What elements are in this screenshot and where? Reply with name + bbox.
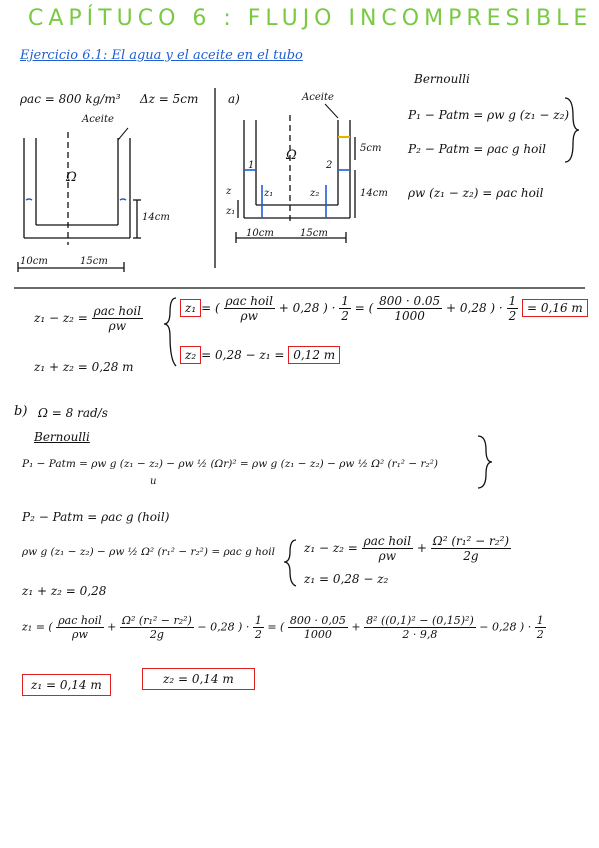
bernoulli-a-eq2: P₂ − Patm = ρac g hoil xyxy=(408,142,547,156)
exercise-title: Ejercicio 6.1: El agua y el aceite en el… xyxy=(20,48,303,63)
label-z1: z₁ xyxy=(264,188,274,199)
given-delta-z: Δz = 5cm xyxy=(140,92,199,106)
label-num-1: 1 xyxy=(248,160,255,171)
result-z2: z₂ = 0,14 m xyxy=(142,668,255,690)
bernoulli-a-eq3: ρw (z₁ − z₂) = ρac hoil xyxy=(408,186,544,200)
height-14cm-left: 14cm xyxy=(142,212,170,223)
label-aceite-left: Aceite xyxy=(82,114,114,125)
omega-right: Ω xyxy=(286,148,297,163)
width-10cm-right: 10cm xyxy=(246,228,274,239)
width-15cm-right: 15cm xyxy=(300,228,328,239)
part-b-u-label: u xyxy=(150,476,157,487)
z-axis-label: z xyxy=(226,186,232,197)
part-b-eq3: ρw g (z₁ − z₂) − ρw ½ Ω² (r₁² − r₂²) = ρ… xyxy=(22,546,275,558)
width-10cm-left: 10cm xyxy=(20,256,48,267)
part-b-omega: Ω = 8 rad/s xyxy=(38,406,108,420)
part-b-sum: z₁ + z₂ = 0,28 xyxy=(22,584,107,598)
height-5cm: 5cm xyxy=(360,143,382,154)
bernoulli-a-heading: Bernoulli xyxy=(414,72,470,86)
part-a-label: a) xyxy=(228,92,240,106)
part-b-eq2: P₂ − Patm = ρac g (hoil) xyxy=(22,510,170,524)
given-rho-ac: ρac = 800 kg/m³ xyxy=(20,92,121,106)
omega-left: Ω xyxy=(66,170,77,185)
result-z1: z₁ = 0,14 m xyxy=(22,674,111,696)
part-b-label: b) xyxy=(14,404,28,419)
bernoulli-a-eq1: P₁ − Patm = ρw g (z₁ − z₂) xyxy=(408,108,570,122)
sol-a-z2: z₂= 0,28 − z₁ = 0,12 m xyxy=(180,346,341,364)
label-aceite-right: Aceite xyxy=(302,92,334,103)
part-b-heading: Bernoulli xyxy=(34,430,90,444)
sol-a-sum: z₁ + z₂ = 0,28 m xyxy=(34,360,134,374)
part-b-eq1: P₁ − Patm = ρw g (z₁ − z₂) − ρw ½ (Ωr)² … xyxy=(22,458,439,470)
label-z1-axis: z₁ xyxy=(226,206,236,217)
page-title: CAPÍTUCO 6 : FLUJO INCOMPRESIBLE xyxy=(28,6,593,31)
label-num-2: 2 xyxy=(326,160,333,171)
label-z2: z₂ xyxy=(310,188,320,199)
height-14cm-right: 14cm xyxy=(360,188,388,199)
part-b-eq5: z₁ = 0,28 − z₂ xyxy=(304,572,389,586)
width-15cm-left: 15cm xyxy=(80,256,108,267)
